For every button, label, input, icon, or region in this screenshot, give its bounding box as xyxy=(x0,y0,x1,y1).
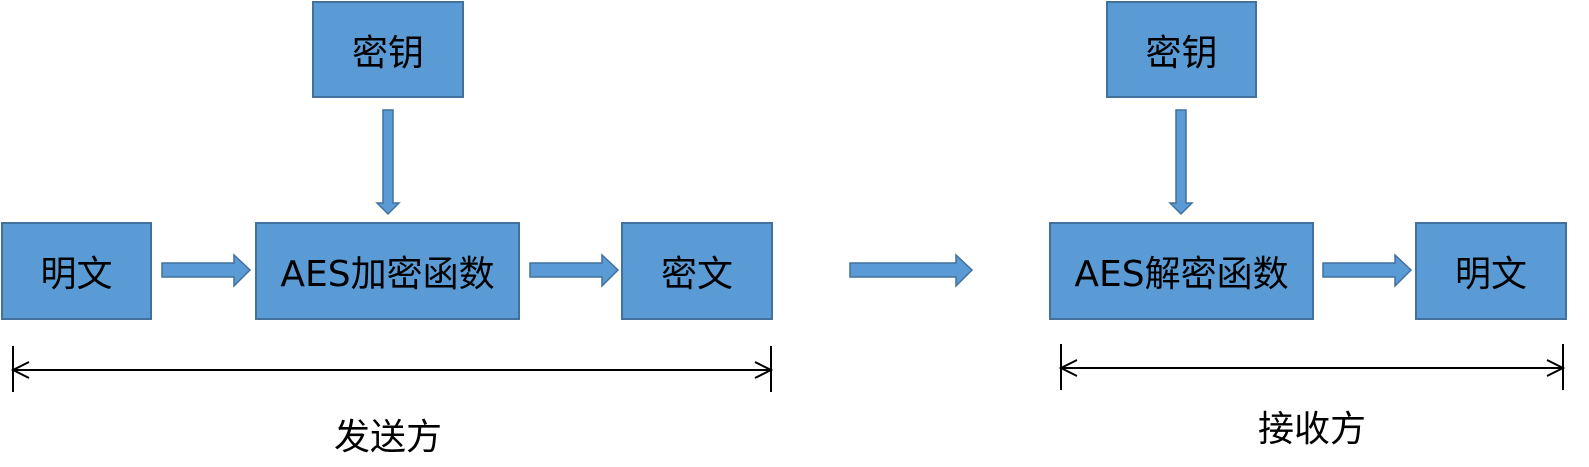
ciphertext-label: 密文 xyxy=(660,254,733,295)
sender-key-label: 密钥 xyxy=(351,32,424,74)
sender-plaintext-box: 明文 xyxy=(1,222,152,320)
receiver-label: 接收方 xyxy=(1257,409,1367,450)
receiver-plaintext-box: 明文 xyxy=(1415,222,1567,320)
encrypt-function-label: AES加密函数 xyxy=(280,254,495,295)
key-to-encrypt-arrow xyxy=(375,109,401,216)
ciphertext-box: 密文 xyxy=(621,222,773,320)
sender-key-box: 密钥 xyxy=(312,1,464,98)
key-to-decrypt-arrow xyxy=(1168,109,1194,216)
decrypt-function-label: AES解密函数 xyxy=(1074,254,1289,295)
plaintext-to-encrypt-arrow xyxy=(161,253,252,288)
receiver-range-bracket xyxy=(1058,344,1566,390)
encrypt-function-box: AES加密函数 xyxy=(255,222,520,320)
transmission-arrow xyxy=(849,253,974,288)
receiver-key-box: 密钥 xyxy=(1106,1,1257,98)
encrypt-to-ciphertext-arrow xyxy=(529,253,620,288)
sender-range-bracket xyxy=(10,346,774,392)
sender-plaintext-label: 明文 xyxy=(40,254,113,295)
sender-label: 发送方 xyxy=(333,417,443,458)
receiver-plaintext-label: 明文 xyxy=(1454,254,1527,295)
decrypt-to-plaintext-arrow xyxy=(1322,253,1413,288)
receiver-key-label: 密钥 xyxy=(1145,32,1218,74)
decrypt-function-box: AES解密函数 xyxy=(1049,222,1314,320)
